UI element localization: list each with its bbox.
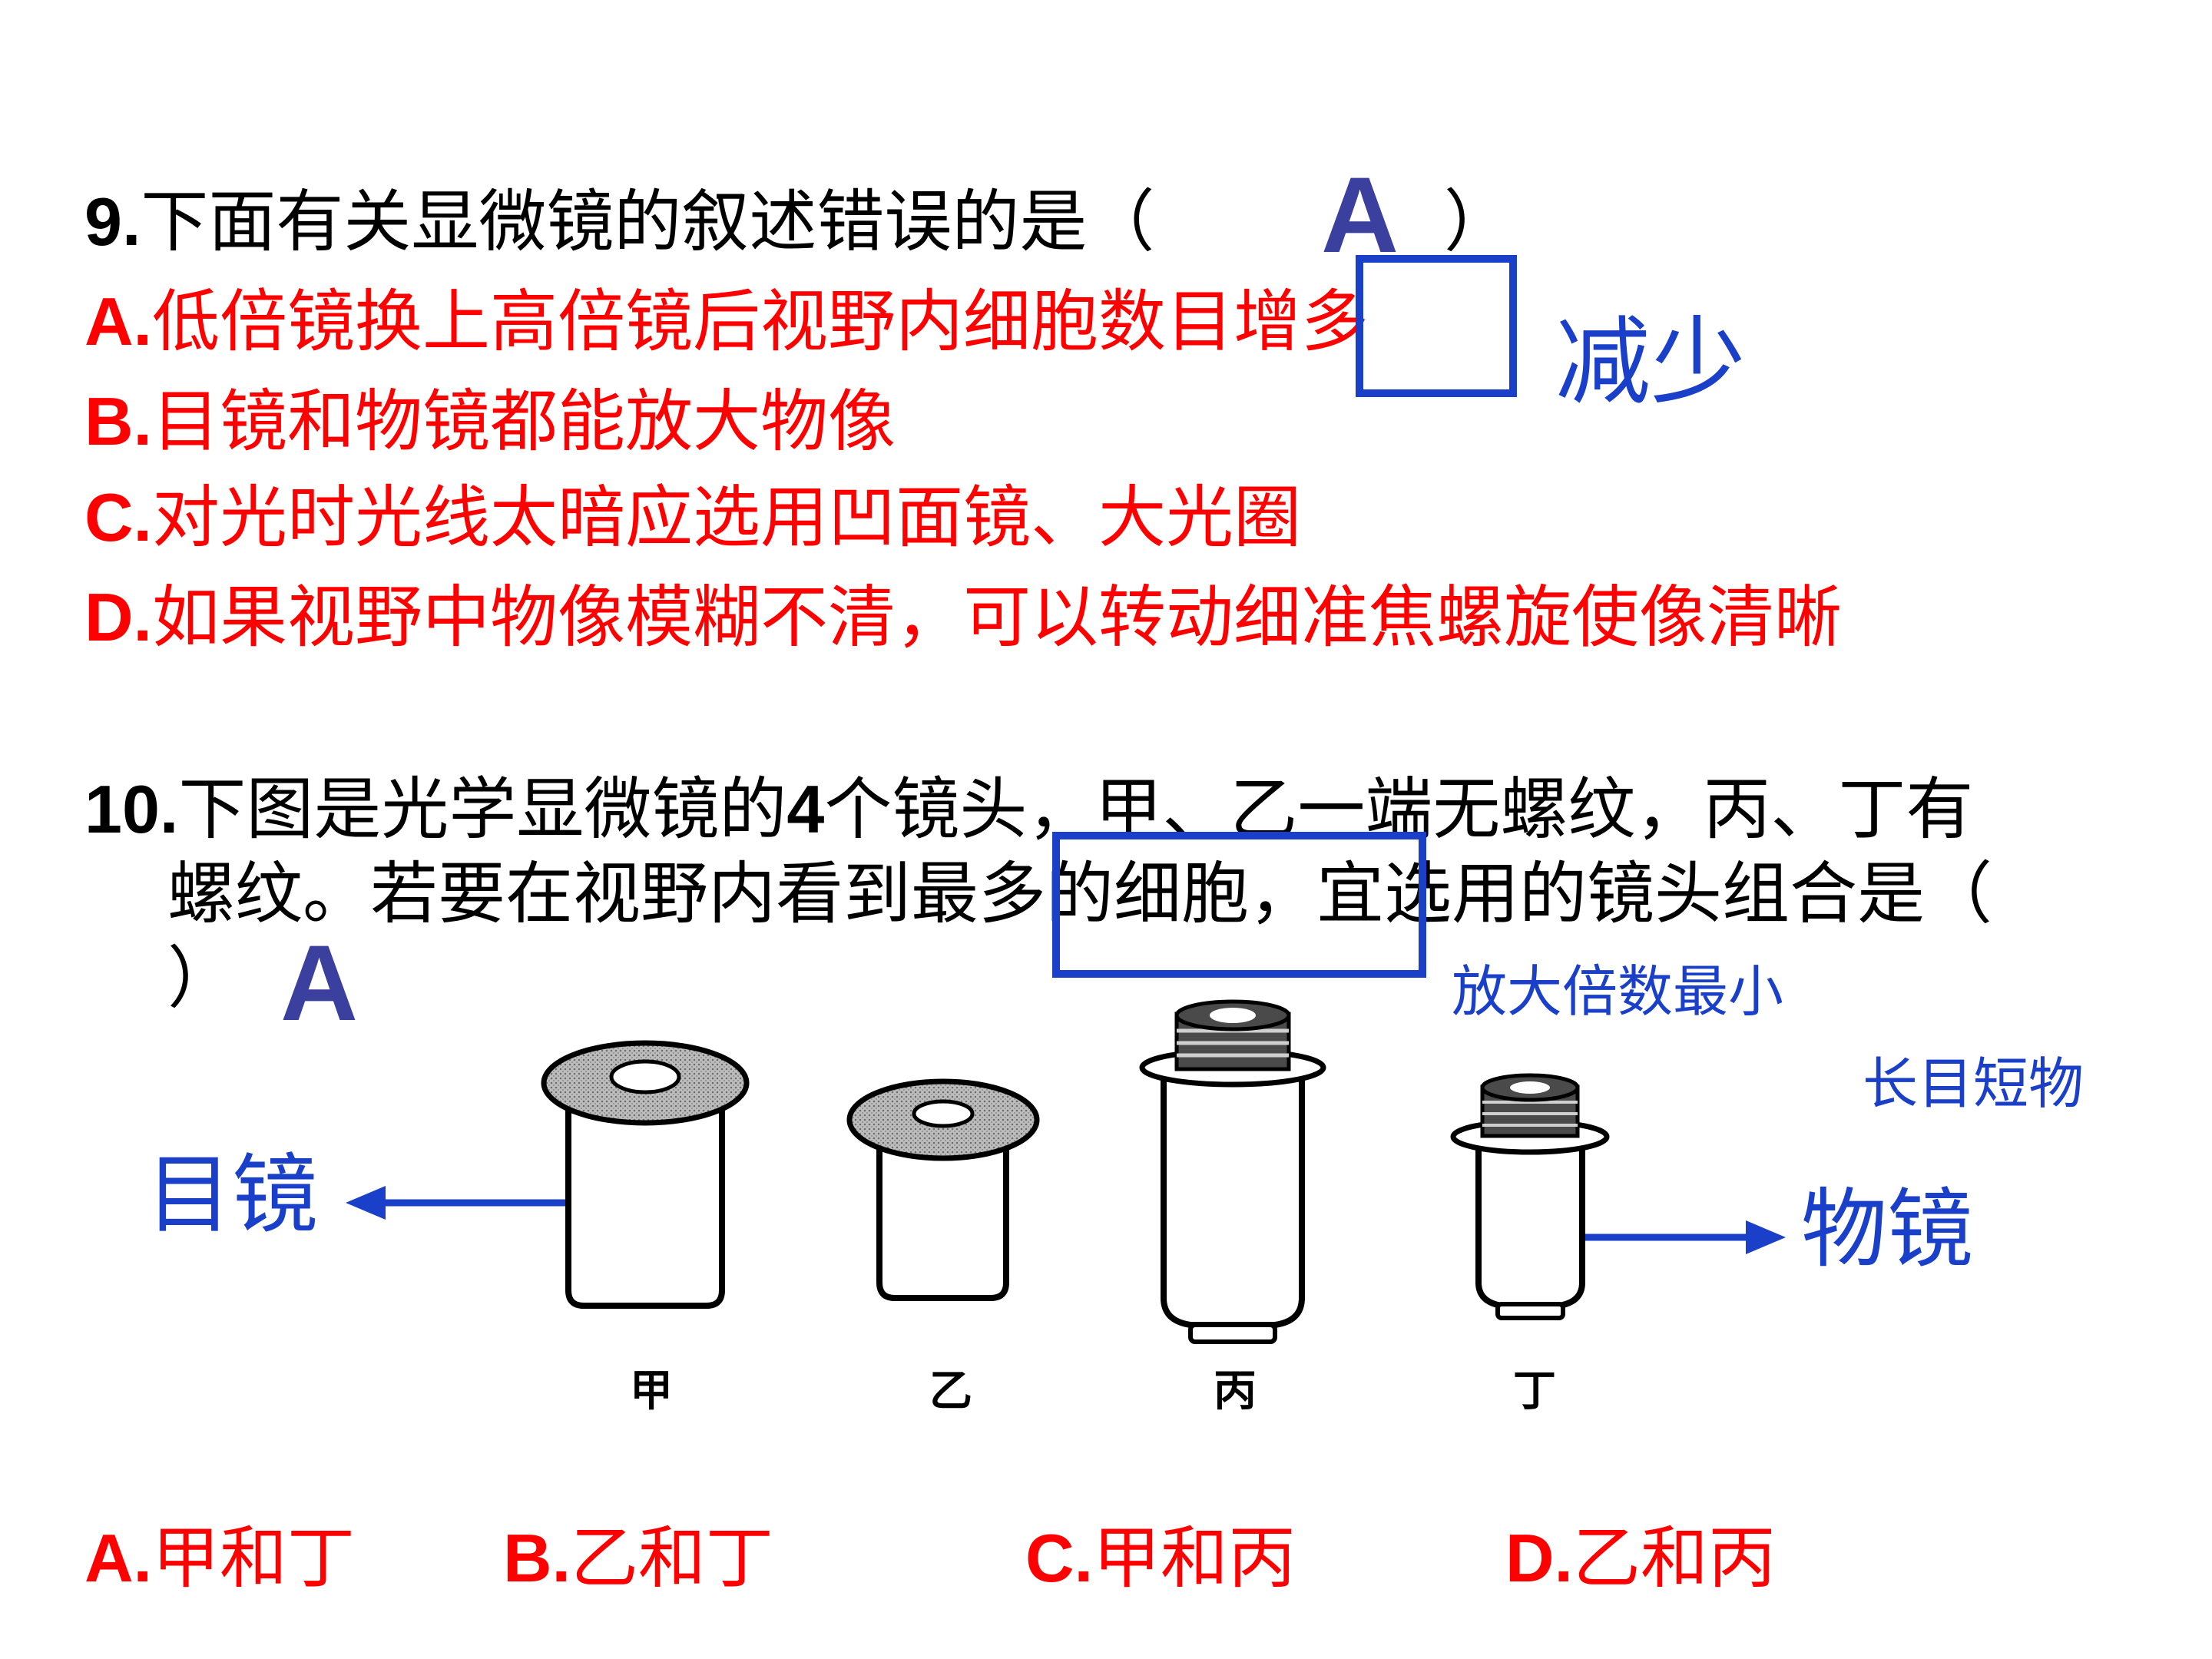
q10-highlight-box <box>1052 832 1426 978</box>
q10-note-magnification: 放大倍数最小 <box>1452 959 1784 1024</box>
q9-highlight-box <box>1356 255 1517 397</box>
lens-bing <box>1139 999 1326 1344</box>
q10-stem-line3: ） <box>167 939 236 1018</box>
q9-number: 9. <box>84 184 141 260</box>
q10-option-a: A.甲和丁 <box>84 1518 356 1598</box>
q9-paren-close: ） <box>1444 182 1512 261</box>
lens-label-ding: 丁 <box>1513 1366 1556 1416</box>
q10-option-b: B.乙和丁 <box>503 1518 774 1598</box>
lens-yi <box>846 1078 1040 1301</box>
lens-label-jia: 甲 <box>630 1366 673 1416</box>
label-objective: 物镜 <box>1801 1180 1973 1280</box>
q9-stem: 9.下面有关显微镜的叙述错误的是（ <box>84 188 1154 256</box>
q10-answer: A <box>280 922 359 1043</box>
q9-option-c: C.对光时光线太暗应选用凹面镜、大光圈 <box>84 478 1302 557</box>
q9-correction-note: 减少 <box>1555 307 1747 418</box>
q10-option-c: C.甲和丙 <box>1025 1518 1296 1598</box>
q9-option-d: D.如果视野中物像模糊不清，可以转动细准焦螺旋使像清晰 <box>84 578 1843 657</box>
q10-option-d: D.乙和丙 <box>1505 1518 1777 1598</box>
lens-label-bing: 丙 <box>1214 1366 1257 1416</box>
q10-stem-line2: 螺纹。若要在视野内看到最多的细胞，宜选用的镜头组合是（ <box>167 854 1993 933</box>
q10-number: 10. <box>84 771 179 847</box>
lens-ding <box>1450 1073 1610 1320</box>
q9-option-b: B.目镜和物镜都能放大物像 <box>84 382 896 461</box>
q9-stem-text: 下面有关显微镜的叙述错误的是（ <box>141 182 1155 261</box>
lens-label-yi: 乙 <box>929 1366 972 1416</box>
q9-answer: A <box>1321 154 1399 275</box>
q9-option-a: A.低倍镜换上高倍镜后视野内细胞数目增多 <box>84 282 1369 361</box>
q10-note-rule: 长目短物 <box>1863 1051 2085 1116</box>
label-eyepiece: 目镜 <box>146 1145 318 1245</box>
lens-jia <box>541 1040 750 1309</box>
q10-stem-line1: 10.下图是光学显微镜的4个镜头，甲、乙一端无螺纹，丙、丁有 <box>84 770 1974 849</box>
lens-figure: 甲 乙 丙 丁 <box>541 999 1610 1416</box>
